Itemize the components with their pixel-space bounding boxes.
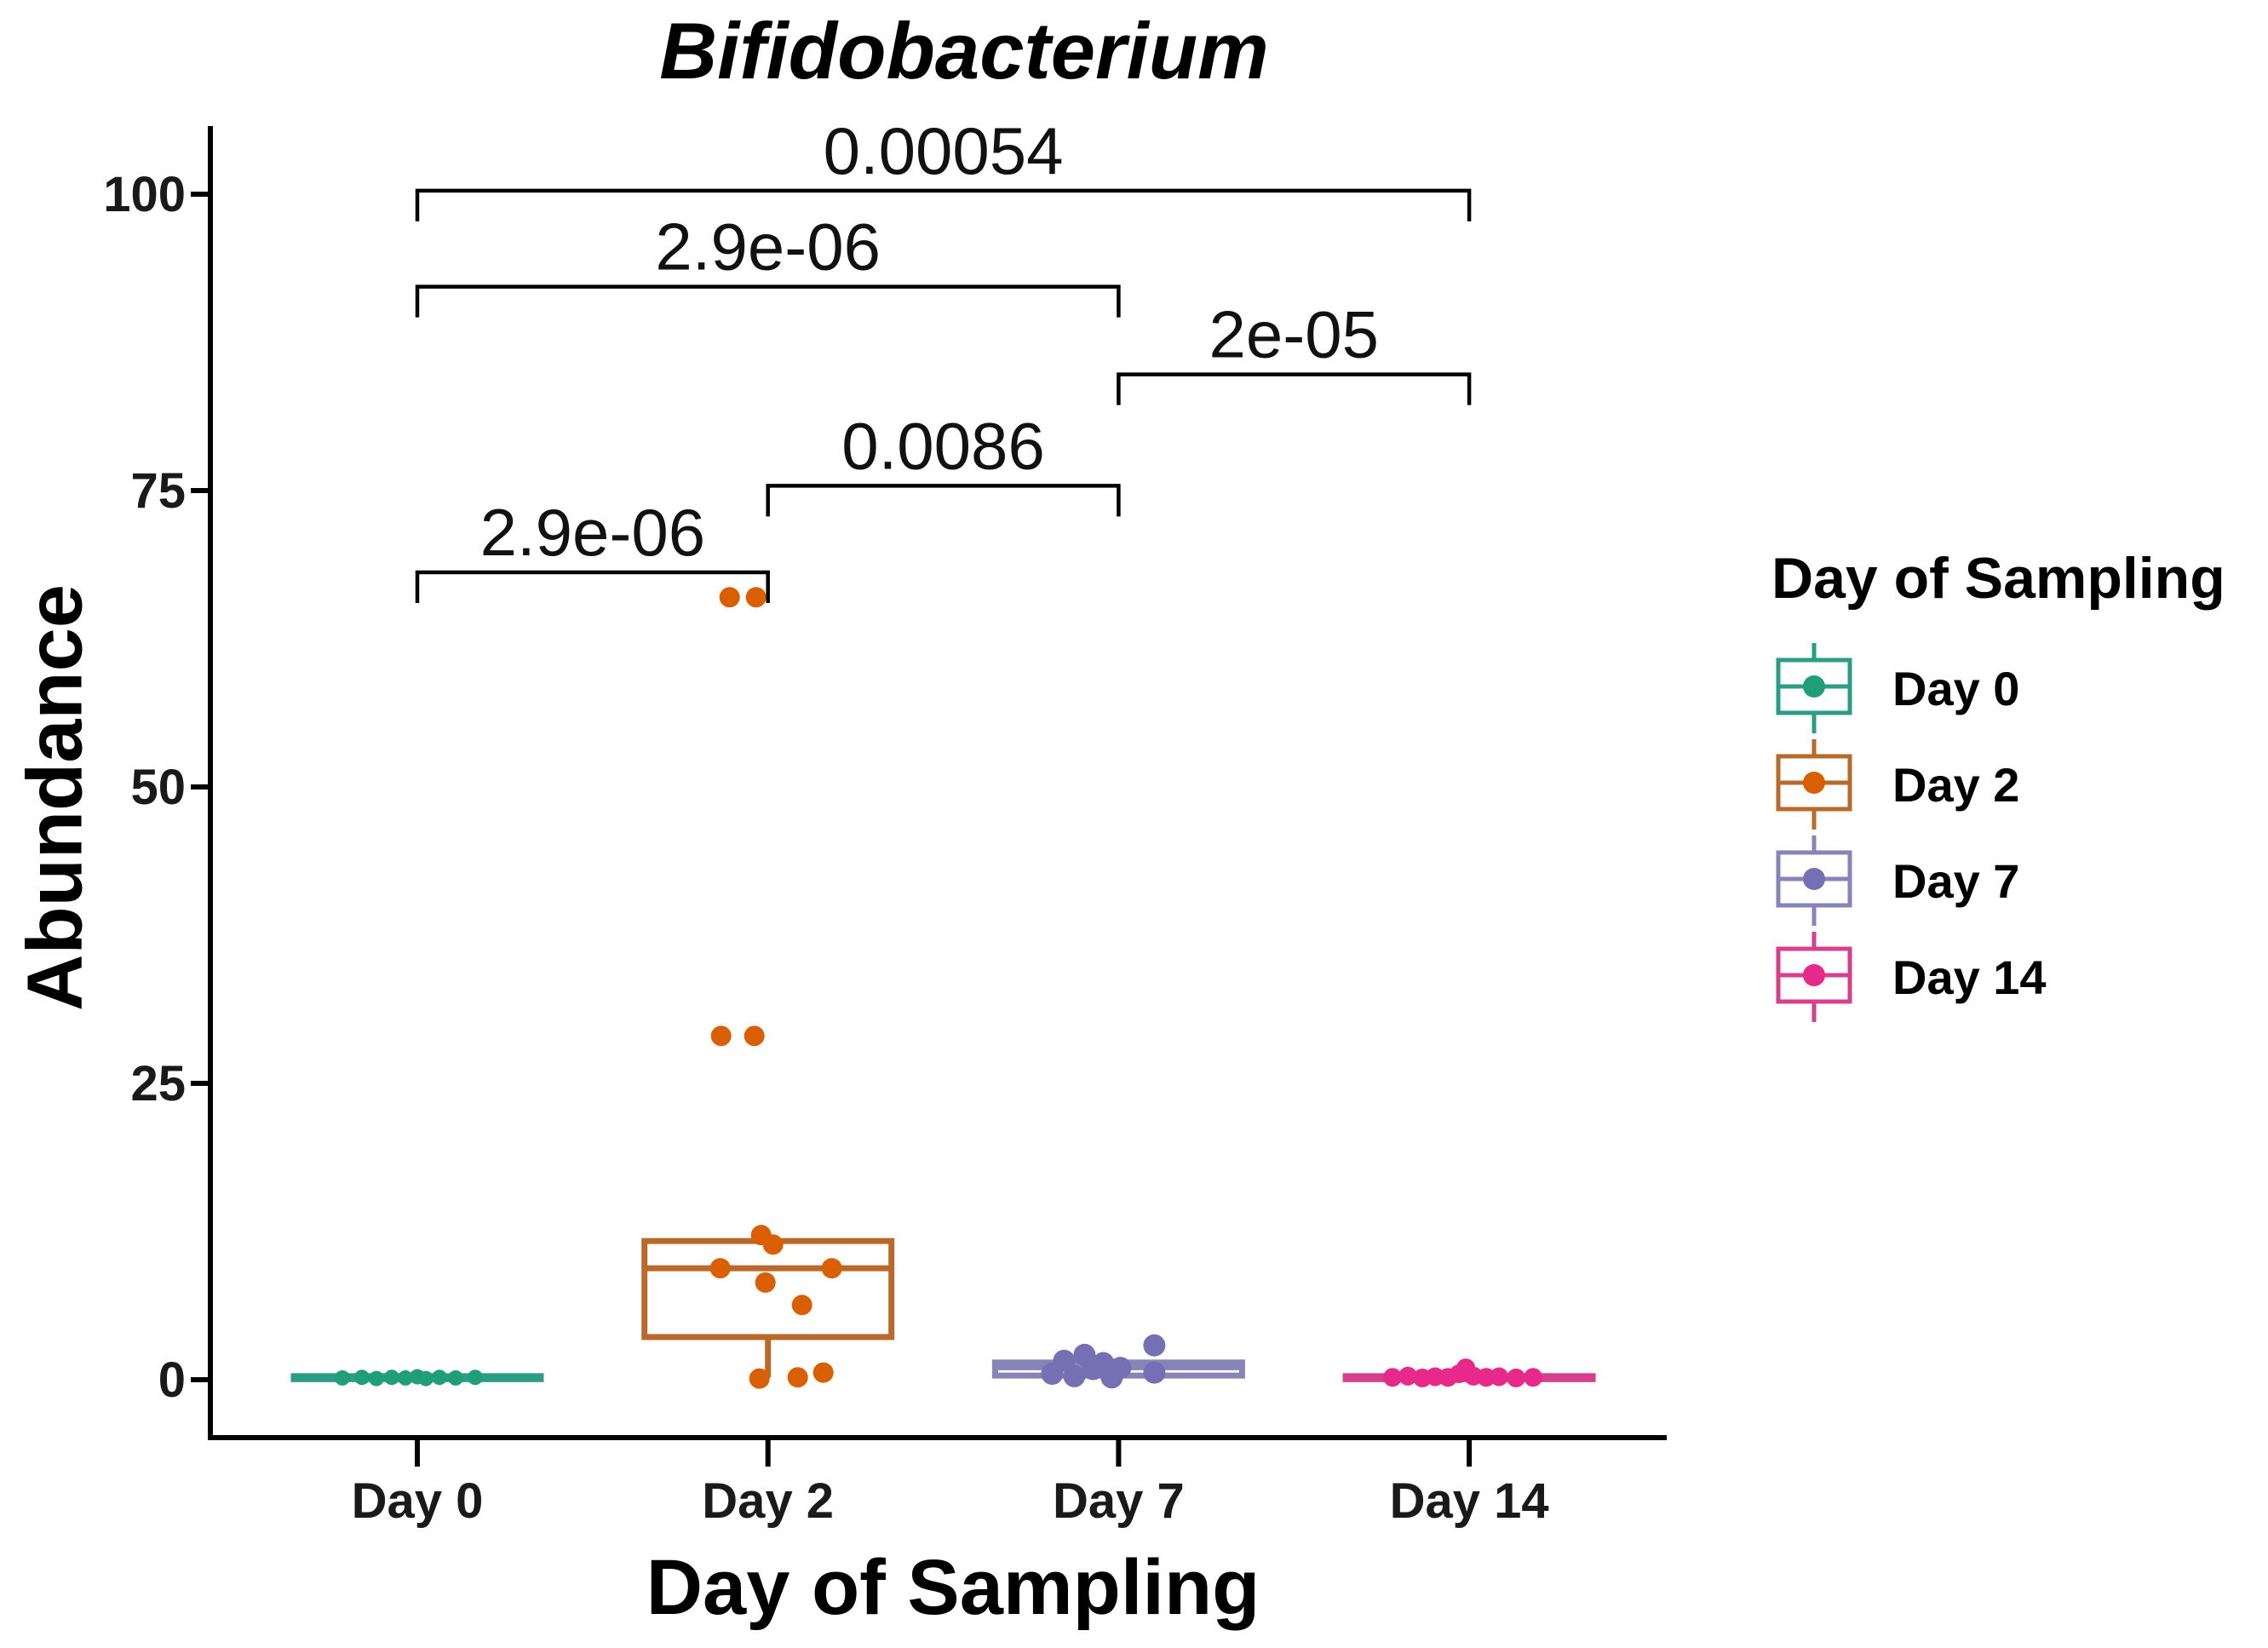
legend-item-day-2: Day 2 <box>1771 737 2268 833</box>
p-value-label: 0.0086 <box>841 408 1045 483</box>
jitter-point-day-7 <box>1143 1361 1166 1384</box>
legend-key-day-0-icon <box>1776 642 1852 733</box>
legend-key-day-2-icon <box>1776 738 1852 830</box>
jitter-point-day-14 <box>1383 1368 1403 1387</box>
legend-item-label: Day 0 <box>1892 662 2020 715</box>
chart-title: Bifidobacterium <box>659 6 1269 95</box>
legend: Day of Sampling Day 0 Day 2 Day 7 Day 14 <box>1771 545 2268 1025</box>
significance-bracket <box>1117 372 1472 405</box>
jitter-point-day-0 <box>432 1370 447 1386</box>
jitter-point-day-7 <box>1109 1357 1132 1380</box>
jitter-point-day-0 <box>384 1370 399 1386</box>
x-tick-label: Day 2 <box>702 1473 834 1529</box>
jitter-point-day-2 <box>710 1025 732 1047</box>
y-tick-label: 0 <box>158 1352 186 1408</box>
jitter-point-day-2 <box>821 1258 842 1279</box>
jitter-point-day-14 <box>1398 1366 1418 1386</box>
legend-items: Day 0 Day 2 Day 7 Day 14 <box>1771 640 2268 1025</box>
jitter-point-day-7 <box>1063 1364 1086 1387</box>
y-tick-label: 25 <box>130 1056 186 1111</box>
jitter-point-day-2 <box>709 1258 731 1279</box>
significance-bracket <box>415 570 770 604</box>
jitter-point-day-0 <box>335 1370 350 1386</box>
y-tick-label: 100 <box>103 167 186 222</box>
jitter-point-day-14 <box>1507 1368 1526 1387</box>
jitter-point-day-2 <box>755 1272 776 1293</box>
y-tick-label: 75 <box>130 463 186 519</box>
p-value-label: 0.00054 <box>824 113 1064 188</box>
x-tick-label: Day 0 <box>352 1473 484 1529</box>
jitter-point-day-2 <box>744 1025 765 1047</box>
x-tick-label: Day 7 <box>1053 1473 1185 1529</box>
x-tick-label: Day 14 <box>1390 1473 1549 1529</box>
p-value-label: 2.9e-06 <box>480 495 706 570</box>
jitter-point-day-2 <box>719 587 740 608</box>
significance-bracket <box>415 284 1121 318</box>
legend-item-day-7: Day 7 <box>1771 833 2268 929</box>
jitter-point-day-0 <box>369 1370 384 1387</box>
jitter-point-day-0 <box>398 1370 413 1386</box>
x-axis-title: Day of Sampling <box>646 1544 1260 1631</box>
jitter-point-day-2 <box>787 1367 808 1388</box>
jitter-point-day-2 <box>749 1368 770 1389</box>
jitter-point-day-0 <box>418 1370 434 1387</box>
jitter-point-day-7 <box>1143 1334 1166 1357</box>
jitter-point-day-2 <box>762 1234 784 1255</box>
legend-item-day-14: Day 14 <box>1771 929 2268 1025</box>
axis-lines <box>208 126 1667 1440</box>
significance-bracket <box>766 484 1121 517</box>
legend-key-day-7-icon <box>1776 835 1852 926</box>
legend-item-label: Day 14 <box>1892 950 2047 1004</box>
legend-title: Day of Sampling <box>1771 546 2225 611</box>
jitter-point-day-2 <box>812 1362 834 1383</box>
jitter-point-day-0 <box>468 1370 483 1386</box>
y-tick-label: 50 <box>130 760 186 815</box>
jitter-point-day-14 <box>1524 1368 1543 1387</box>
legend-item-label: Day 2 <box>1892 758 2020 812</box>
jitter-point-day-0 <box>354 1370 370 1386</box>
legend-item-day-0: Day 0 <box>1771 640 2268 737</box>
legend-item-label: Day 7 <box>1892 854 2020 908</box>
legend-key-day-14-icon <box>1776 931 1852 1022</box>
p-value-label: 2.9e-06 <box>655 210 881 284</box>
jitter-point-day-2 <box>745 587 767 608</box>
jitter-point-day-0 <box>448 1370 463 1386</box>
jitter-point-day-14 <box>1490 1367 1509 1387</box>
p-value-label: 2e-05 <box>1209 297 1380 372</box>
jitter-point-day-2 <box>791 1295 812 1316</box>
significance-bracket <box>415 188 1472 221</box>
